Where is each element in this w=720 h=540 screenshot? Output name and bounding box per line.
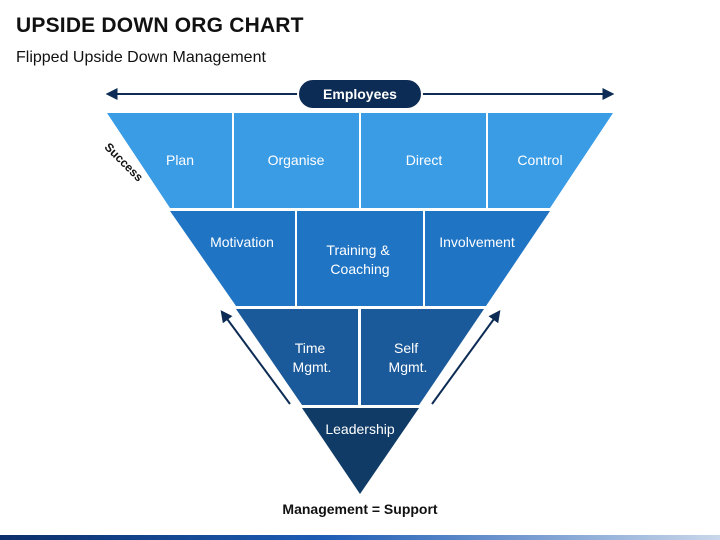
tier1-cell-direct [361,113,486,208]
tier3-label-time-line2: Mgmt. [293,359,332,375]
tier3-cell-time [236,309,358,405]
page-title: UPSIDE DOWN ORG CHART [16,14,304,37]
tier2-label-training-line1: Training & [326,242,390,258]
tier3-label-time: Time Mgmt. [293,340,332,375]
tier4-cell-leadership [302,408,419,494]
tier1-label-organise: Organise [268,152,325,168]
tier2-label-training-line2: Coaching [330,261,389,277]
tier3-label-self-line1: Self [394,340,418,356]
page-subtitle: Flipped Upside Down Management [16,49,266,66]
tier3-label-self: Self Mgmt. [389,340,428,375]
bottom-accent-bar [0,535,720,540]
tier2-cell-training [297,211,423,306]
tier1-cell-control [488,113,613,208]
tier1-label-direct: Direct [406,152,443,168]
tier3-label-time-line1: Time [295,340,326,356]
tier2-label-involvement: Involvement [439,234,515,250]
tier3-label-self-line2: Mgmt. [389,359,428,375]
management-support-label: Management = Support [282,501,438,517]
tier1-cell-plan [107,113,232,208]
tier1-label-plan: Plan [166,152,194,168]
tier2-cell-involvement [425,211,550,306]
tier2-label-motivation: Motivation [210,234,274,250]
left-up-arrow [220,310,291,405]
tier2-label-training: Training & Coaching [326,242,393,277]
tier1-cell-organise [234,113,359,208]
employees-label: Employees [323,86,397,102]
right-up-arrow [431,310,501,405]
tier3-cell-self [361,309,484,405]
tier1-label-control: Control [517,152,562,168]
tier2-cell-motivation [170,211,295,306]
employees-pill [297,78,423,110]
tier4-label-leadership: Leadership [325,421,394,437]
